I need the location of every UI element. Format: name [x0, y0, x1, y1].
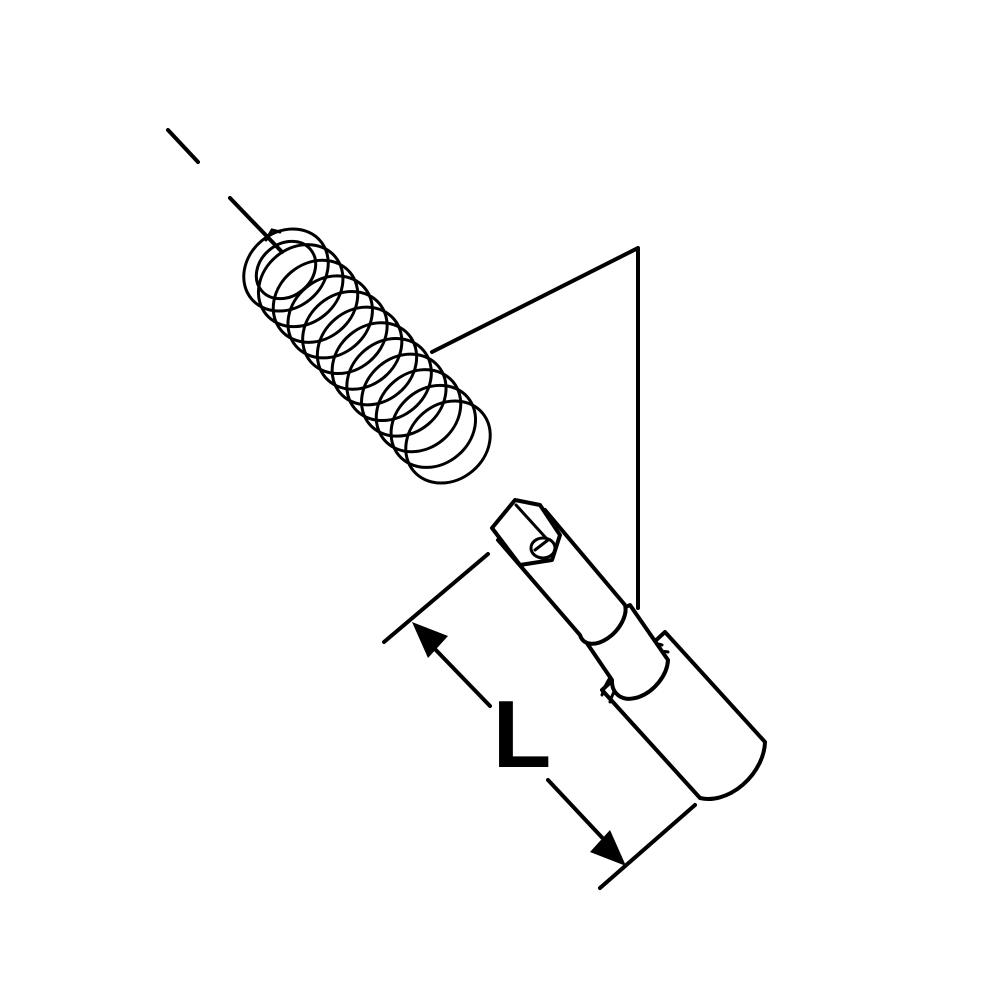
- dimension-l: [382, 552, 697, 890]
- center-axis: [166, 128, 284, 254]
- spring-coil: [330, 321, 419, 407]
- spring-coil: [404, 399, 492, 485]
- extension-line-top: [382, 552, 490, 644]
- cross-hole: [529, 536, 557, 560]
- spring-coil: [242, 227, 330, 313]
- dimension-label: L: [492, 681, 552, 788]
- spring: [242, 227, 492, 485]
- dimension-line-lower: [546, 778, 612, 848]
- spring-coil: [345, 336, 433, 423]
- spring-coil: [256, 243, 345, 329]
- spring-coil: [360, 352, 448, 438]
- arrowhead-bottom: [590, 830, 626, 866]
- spring-coil: [301, 289, 389, 376]
- spring-coil: [315, 305, 404, 391]
- spring-inner-coil: [254, 239, 318, 301]
- spring-coil: [374, 368, 463, 454]
- spring-coil: [271, 258, 360, 344]
- leader-line: [430, 246, 640, 610]
- arrowhead-top: [412, 622, 448, 658]
- plunger: [490, 498, 767, 801]
- spring-coil: [389, 383, 478, 469]
- dimension-line-upper: [430, 644, 492, 708]
- extension-line-bottom: [598, 803, 697, 890]
- spring-coil: [286, 274, 374, 360]
